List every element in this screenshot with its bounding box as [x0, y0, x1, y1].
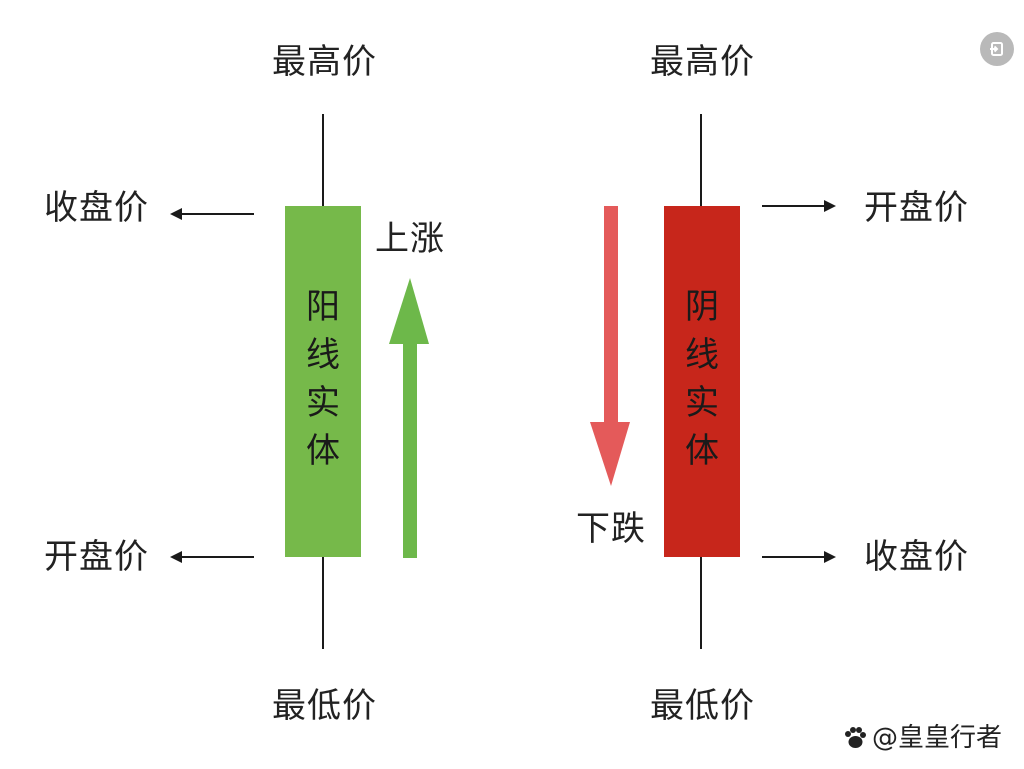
- left-close-label: 收盘价: [44, 188, 149, 228]
- right-close-arrow-head-icon: [824, 551, 836, 563]
- left-close-arrow-line: [178, 213, 254, 215]
- left-open-label: 开盘价: [44, 537, 149, 577]
- left-close-arrow-head-icon: [170, 208, 182, 220]
- up-arrow-icon: [389, 278, 429, 558]
- right-low-label: 最低价: [650, 686, 755, 726]
- right-open-label: 开盘价: [864, 188, 969, 228]
- left-high-label: 最高价: [272, 42, 377, 82]
- right-body-text: 阴线实体: [685, 287, 719, 471]
- right-close-label: 收盘价: [864, 537, 969, 577]
- left-open-arrow-line: [178, 556, 254, 558]
- left-trend-label: 上涨: [375, 219, 445, 259]
- left-body-text: 阳线实体: [306, 287, 340, 471]
- down-arrow-icon: [590, 206, 630, 486]
- left-lower-wick: [322, 557, 324, 649]
- left-yang-body: [285, 206, 361, 557]
- corner-exit-button[interactable]: [980, 32, 1014, 66]
- right-yin-body: [664, 206, 740, 557]
- right-upper-wick: [700, 114, 702, 206]
- watermark-handle: @皇皇行者: [871, 723, 1002, 753]
- left-low-label: 最低价: [272, 686, 377, 726]
- paw-icon: [844, 727, 866, 748]
- left-upper-wick: [322, 114, 324, 206]
- exit-icon: [990, 42, 1003, 56]
- right-close-arrow-line: [762, 556, 826, 558]
- right-open-arrow-head-icon: [824, 200, 836, 212]
- watermark: @皇皇行者: [842, 723, 1002, 753]
- right-high-label: 最高价: [650, 42, 755, 82]
- right-lower-wick: [700, 557, 702, 649]
- right-trend-label: 下跌: [576, 509, 646, 549]
- right-open-arrow-line: [762, 205, 826, 207]
- left-open-arrow-head-icon: [170, 551, 182, 563]
